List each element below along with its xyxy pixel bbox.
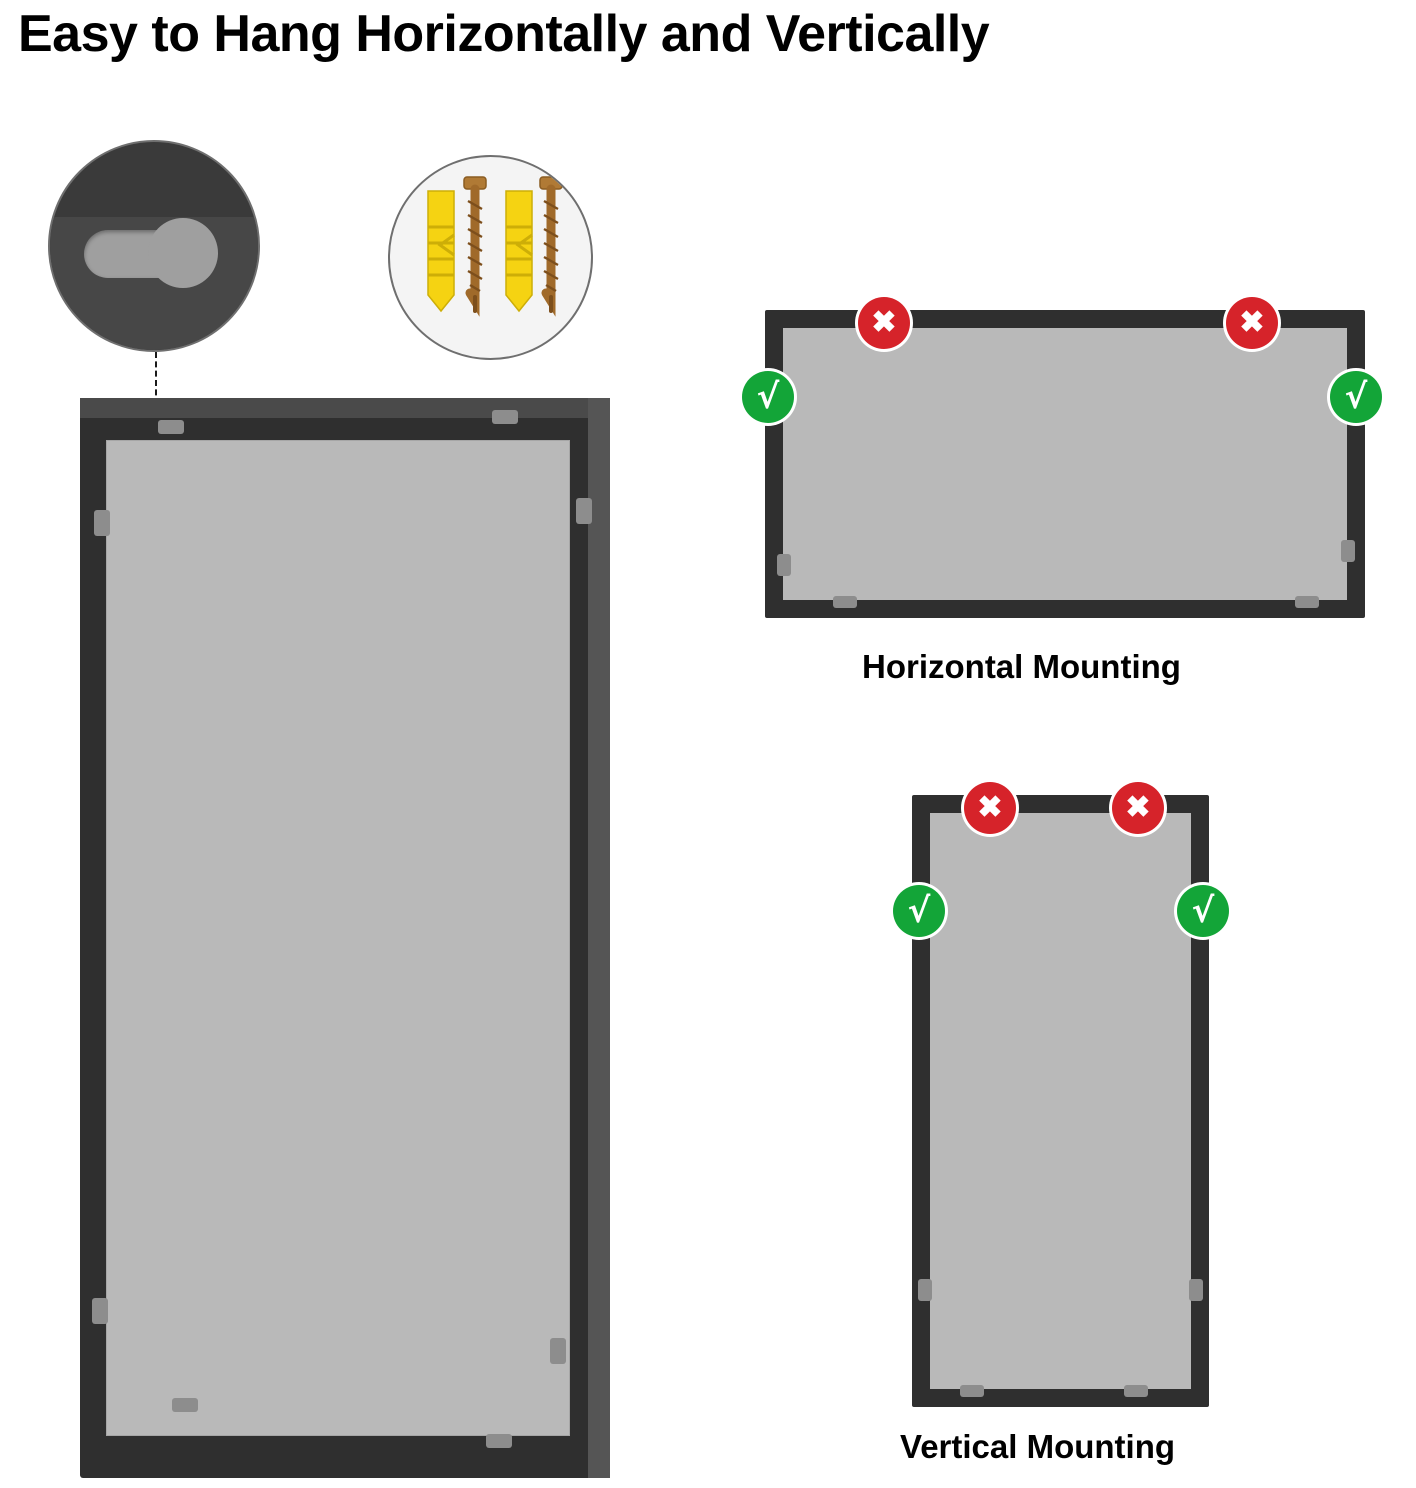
horizontal-mounting-diagram (765, 310, 1365, 618)
vertical-mounting-diagram (912, 795, 1209, 1407)
bumper-bottom-right (486, 1434, 512, 1448)
callout-leader-line (155, 352, 159, 414)
hanger-hardware-left-upper (94, 510, 110, 536)
vertical-mounting-caption: Vertical Mounting (900, 1428, 1176, 1465)
marker-check-right-horizontal: √ (1330, 371, 1382, 423)
hanger-right-horizontal (1341, 540, 1355, 562)
hanger-hardware-left-lower (92, 1298, 108, 1324)
marker-x-top-left-horizontal: ✖ (858, 297, 910, 349)
marker-x-top-right-vertical: ✖ (1112, 782, 1164, 834)
frame-backing-horizontal (783, 328, 1347, 600)
marker-x-top-left-vertical: ✖ (964, 782, 1016, 834)
frame-backing-vertical (930, 813, 1191, 1389)
screws-and-anchors-detail (388, 155, 593, 360)
frame-backing-board (106, 440, 570, 1436)
bumper-left-vertical (960, 1385, 984, 1397)
marker-check-left-vertical: √ (893, 885, 945, 937)
hanger-hardware-right-lower (550, 1338, 566, 1364)
hanger-left-horizontal (777, 554, 791, 576)
bumper-left-horizontal (833, 596, 857, 608)
frame-right-bevel (588, 398, 610, 1478)
horizontal-mounting-caption: Horizontal Mounting (862, 648, 1181, 685)
frame-top-bevel (80, 398, 610, 418)
keyhole-slot-detail (48, 140, 260, 352)
keyhole-hardware-top-left (158, 420, 184, 434)
keyhole-hardware-top-right (492, 410, 518, 424)
bumper-bottom-left (172, 1398, 198, 1412)
screws-and-anchors-icon (427, 176, 563, 317)
keyhole-slot-icon (84, 218, 218, 288)
hanger-left-vertical (918, 1279, 932, 1301)
picture-frame-back-view (80, 398, 610, 1478)
marker-check-left-horizontal: √ (742, 371, 794, 423)
marker-x-top-right-horizontal: ✖ (1226, 297, 1278, 349)
page-title: Easy to Hang Horizontally and Vertically (18, 5, 990, 63)
bumper-right-vertical (1124, 1385, 1148, 1397)
marker-check-right-vertical: √ (1177, 885, 1229, 937)
bumper-right-horizontal (1295, 596, 1319, 608)
hanger-right-vertical (1189, 1279, 1203, 1301)
hanger-hardware-right-upper (576, 498, 592, 524)
